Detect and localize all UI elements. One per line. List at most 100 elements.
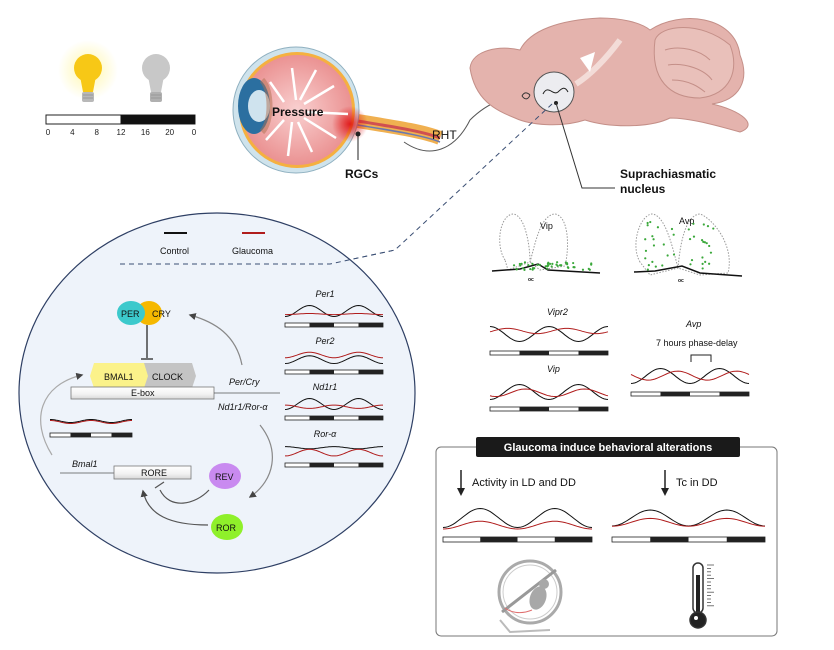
neuron-dot: [700, 239, 704, 242]
avp-neuron-dots: [644, 220, 715, 271]
gene-plot-label: Ror-α: [314, 429, 337, 439]
rev-protein: [209, 463, 241, 489]
neuron-dot: [654, 265, 657, 268]
neuron-dot: [512, 264, 516, 267]
clock-label: CLOCK: [152, 372, 183, 382]
control-curve: [489, 325, 609, 343]
neuron-dot: [536, 263, 539, 266]
neuron-dot: [527, 264, 530, 267]
time-tick-label: 8: [94, 128, 99, 137]
neuron-dot: [672, 253, 676, 256]
glaucoma-curve: [50, 420, 132, 424]
dark-phase-bar: [120, 115, 195, 124]
ror-translation-arrow: [248, 424, 273, 498]
vip-neuron-dots: [512, 261, 593, 271]
control-curve: [442, 507, 593, 529]
sine-wave-icon: [542, 87, 569, 95]
phase-delay-note: 7 hours phase-delay: [656, 338, 738, 348]
neuron-dot: [646, 268, 649, 271]
neuron-dot: [692, 222, 695, 225]
neuron-dot: [647, 264, 650, 267]
neuron-dot: [708, 244, 711, 248]
neuron-dot: [531, 268, 534, 271]
neuron-dot: [656, 226, 660, 229]
ror-protein: [211, 514, 243, 540]
bmal1-label: BMAL1: [104, 372, 134, 382]
neuron-dot: [529, 267, 532, 271]
neuron-dot: [547, 264, 550, 267]
scn-expression-plots: [489, 325, 750, 412]
neuron-dot: [572, 266, 575, 269]
neuron-dot: [550, 265, 553, 268]
time-tick-label: 20: [165, 128, 174, 137]
thermometer-icon: [689, 562, 714, 629]
time-tick-label: 0: [46, 128, 51, 137]
neuron-dot: [531, 262, 534, 265]
glaucoma-curve: [630, 370, 750, 381]
neuron-dot: [523, 268, 526, 271]
cry-label: CRY: [152, 309, 171, 319]
glaucoma-curve: [489, 388, 609, 398]
neuron-dot: [651, 235, 654, 238]
scn-section-vip: Vip oc: [491, 213, 601, 283]
neuron-dot: [644, 257, 647, 260]
lightbulb-off-icon: [142, 54, 170, 102]
neuron-dot: [521, 267, 525, 270]
per-cry-translation-arrow: [188, 313, 243, 366]
legend: Control Glaucoma: [160, 232, 273, 256]
neuron-dot: [652, 238, 655, 241]
neuron-dot: [646, 221, 649, 225]
scn-label-line1: Suprachiasmatic: [620, 167, 716, 181]
neuron-dot: [567, 266, 570, 269]
neuron-dot: [560, 264, 563, 267]
neuron-dot: [546, 267, 549, 270]
per-protein: [117, 301, 145, 325]
neuron-dot: [705, 242, 708, 245]
legend-glaucoma-label: Glaucoma: [232, 246, 273, 256]
neuron-dot: [661, 264, 664, 267]
behavior-title-bg: [476, 437, 740, 457]
neuron-dot: [692, 235, 696, 238]
neuron-dot: [672, 233, 675, 236]
legend-control-label: Control: [160, 246, 189, 256]
neuron-dot: [587, 267, 590, 270]
glaucoma-curve: [285, 404, 383, 409]
avp-plot-label: Avp: [685, 319, 701, 329]
ror-activation-arrow: [140, 489, 209, 526]
neuron-dot: [515, 268, 518, 271]
neuron-dot: [566, 263, 569, 266]
running-wheel-mouse-icon: [497, 559, 563, 634]
neuron-dot: [649, 220, 652, 224]
glaucoma-curve: [285, 351, 383, 359]
bmal1-protein: [90, 363, 148, 388]
glaucoma-curve: [285, 448, 383, 457]
bmal1-expression-plot: [49, 419, 133, 438]
behavior-plots: [442, 507, 766, 543]
vip-oc-label: oc: [528, 277, 534, 283]
tc-label: Tc in DD: [676, 477, 718, 489]
nd1r1-ror-gene-label: Nd1r1/Ror-α: [218, 402, 268, 412]
neuron-dot: [690, 258, 694, 262]
activity-label: Activity in LD and DD: [472, 477, 576, 489]
ror-label: ROR: [216, 523, 237, 533]
vip-plot-label: Vip: [547, 364, 560, 374]
neuron-dot: [523, 261, 527, 264]
control-curve: [630, 367, 750, 385]
rore-label: RORE: [141, 468, 167, 478]
per-cry-complex: PER CRY: [117, 301, 171, 360]
phase-delay-bracket: [690, 354, 712, 362]
bmal1-gene-label: Bmal1: [72, 459, 98, 469]
clock-protein: [140, 363, 196, 388]
control-curve: [489, 383, 609, 401]
neuron-dot: [520, 262, 523, 265]
pressure-arrows: [265, 67, 349, 157]
neuron-dot: [703, 241, 707, 244]
neuron-dot: [548, 262, 552, 265]
neuron-dot: [708, 262, 711, 265]
behavior-panel: Glaucoma induce behavioral alterations A…: [435, 437, 778, 637]
pressure-label: Pressure: [272, 105, 324, 119]
neuron-dot: [651, 260, 654, 263]
neuron-dot: [551, 262, 554, 265]
